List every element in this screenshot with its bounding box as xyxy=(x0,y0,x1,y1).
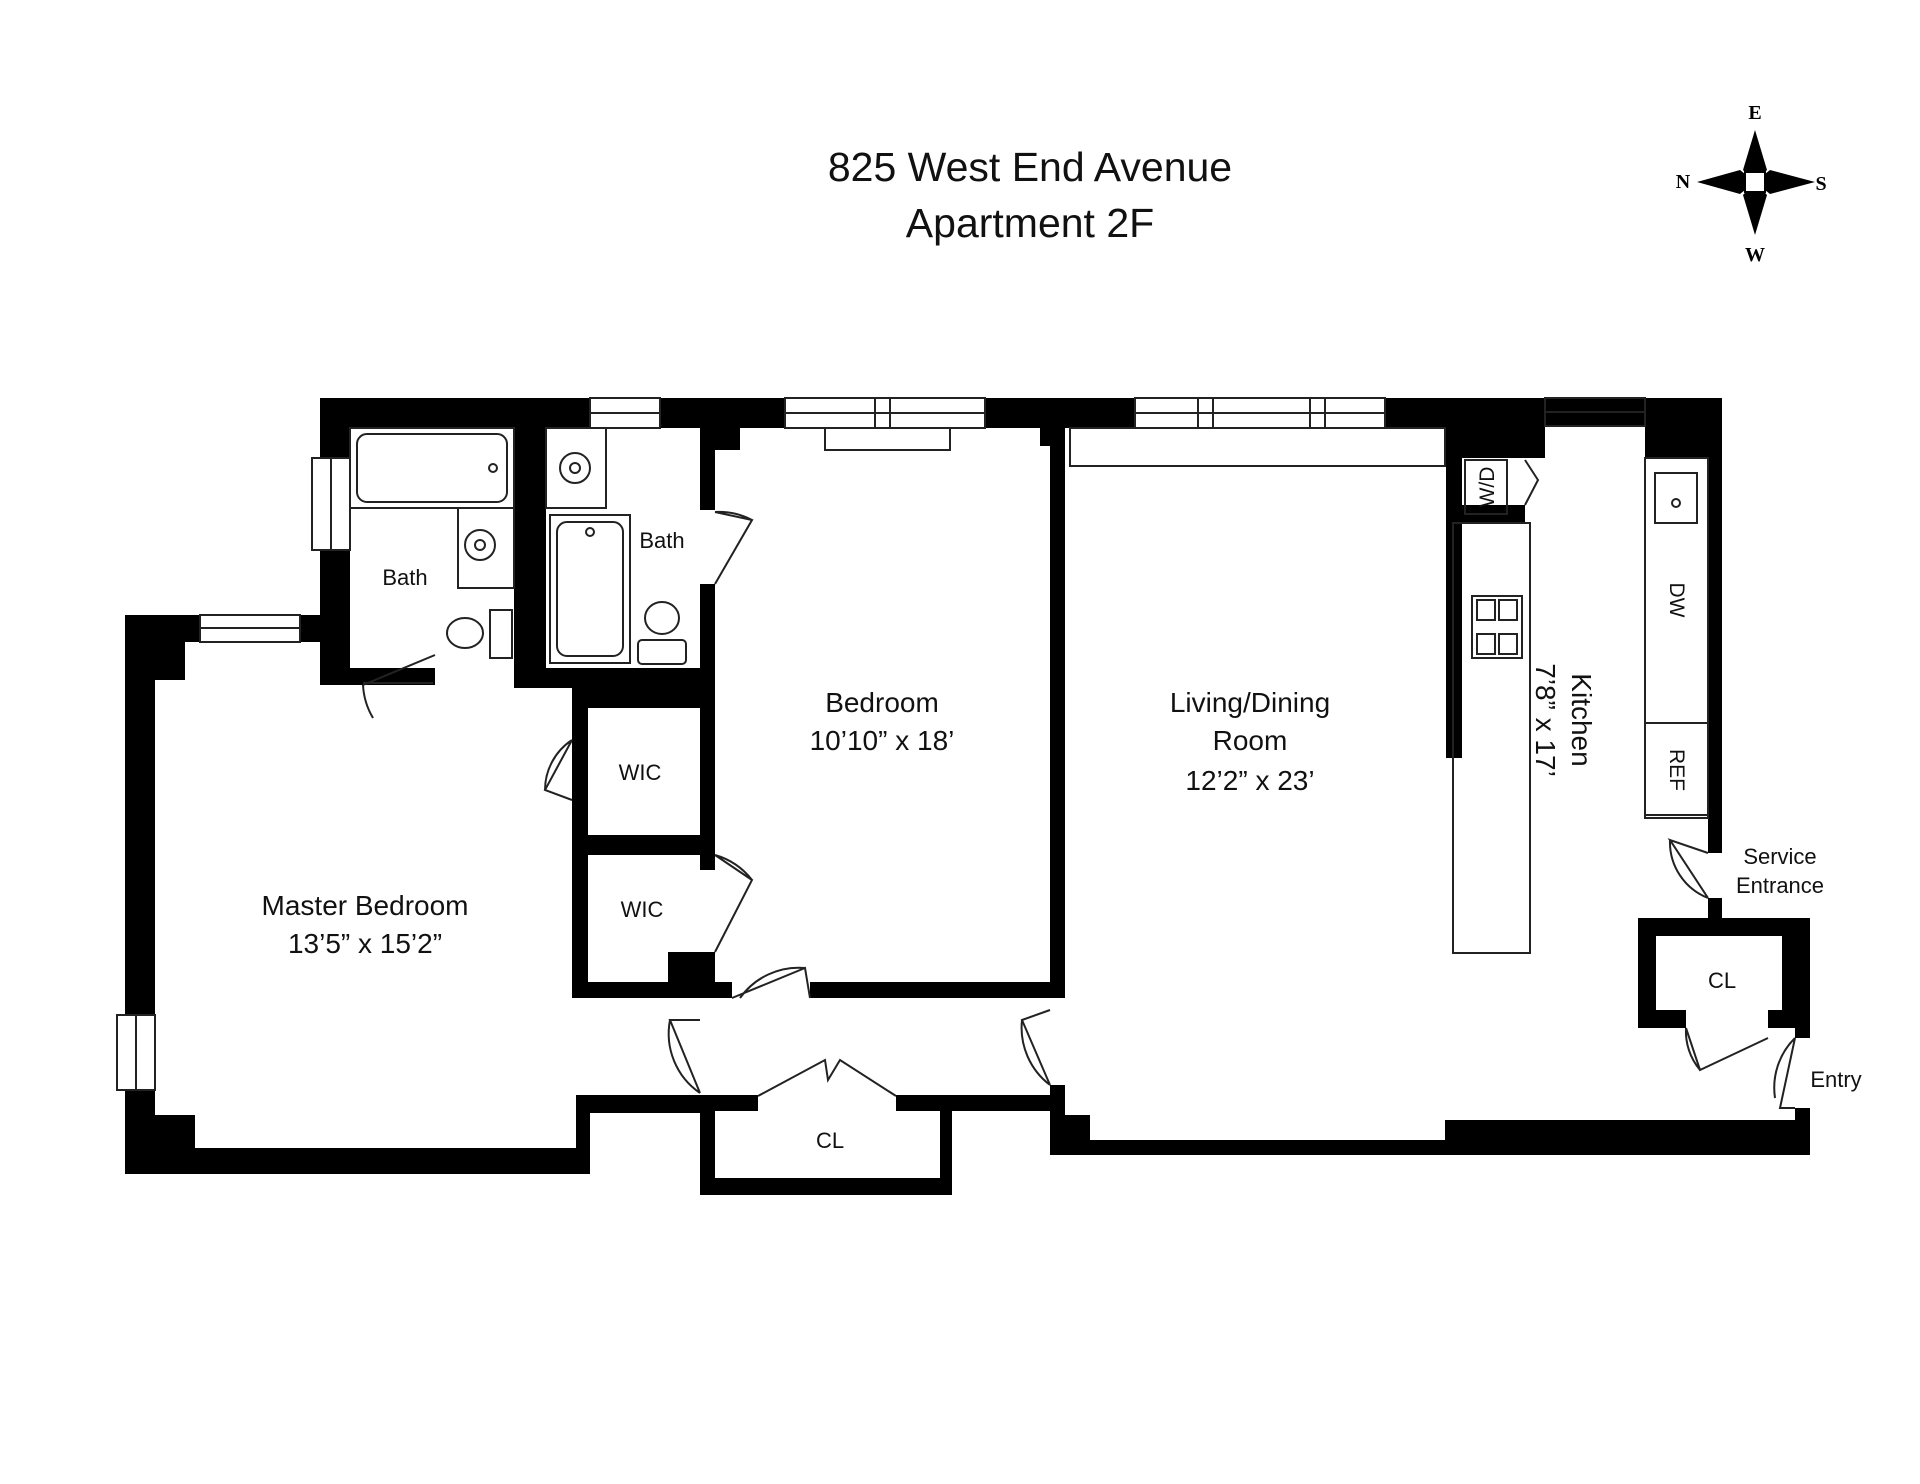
washer-dryer-label: W/D xyxy=(1476,467,1499,508)
kitchen-label: Kitchen xyxy=(1566,673,1597,766)
compass-north-label: N xyxy=(1676,171,1691,193)
compass-rose-icon xyxy=(1697,130,1815,235)
entry-label: Entry xyxy=(1810,1067,1861,1092)
kitchen-dims: 7’8” x 17’ xyxy=(1530,663,1561,777)
living-room-label-line2: Room xyxy=(1213,725,1288,756)
wic-1-label: WIC xyxy=(619,760,662,785)
doors xyxy=(362,459,1796,1109)
master-bedroom-dims: 13’5” x 15’2” xyxy=(288,928,442,959)
living-room-dims: 12’2” x 23’ xyxy=(1185,765,1314,796)
closet-1-label: CL xyxy=(816,1128,844,1153)
walls xyxy=(125,398,1810,1195)
address-title: 825 West End Avenue xyxy=(828,144,1232,190)
compass-east-label: E xyxy=(1748,102,1761,124)
bath-1-label: Bath xyxy=(382,565,427,590)
bedroom-label: Bedroom xyxy=(825,687,939,718)
service-entrance-label-line1: Service xyxy=(1743,844,1816,869)
dishwasher-label: DW xyxy=(1665,583,1688,618)
unit-title: Apartment 2F xyxy=(906,200,1154,246)
closet-2-label: CL xyxy=(1708,968,1736,993)
service-entrance-label-line2: Entrance xyxy=(1736,873,1824,898)
bedroom-dims: 10’10” x 18’ xyxy=(810,725,955,756)
compass-west-label: W xyxy=(1745,244,1765,266)
wic-2-label: WIC xyxy=(621,897,664,922)
refrigerator-label: REF xyxy=(1665,749,1688,791)
fixtures xyxy=(349,427,1709,954)
bath-2-label: Bath xyxy=(639,528,684,553)
compass-south-label: S xyxy=(1815,173,1826,195)
master-bedroom-label: Master Bedroom xyxy=(262,890,469,921)
living-room-label-line1: Living/Dining xyxy=(1170,687,1330,718)
